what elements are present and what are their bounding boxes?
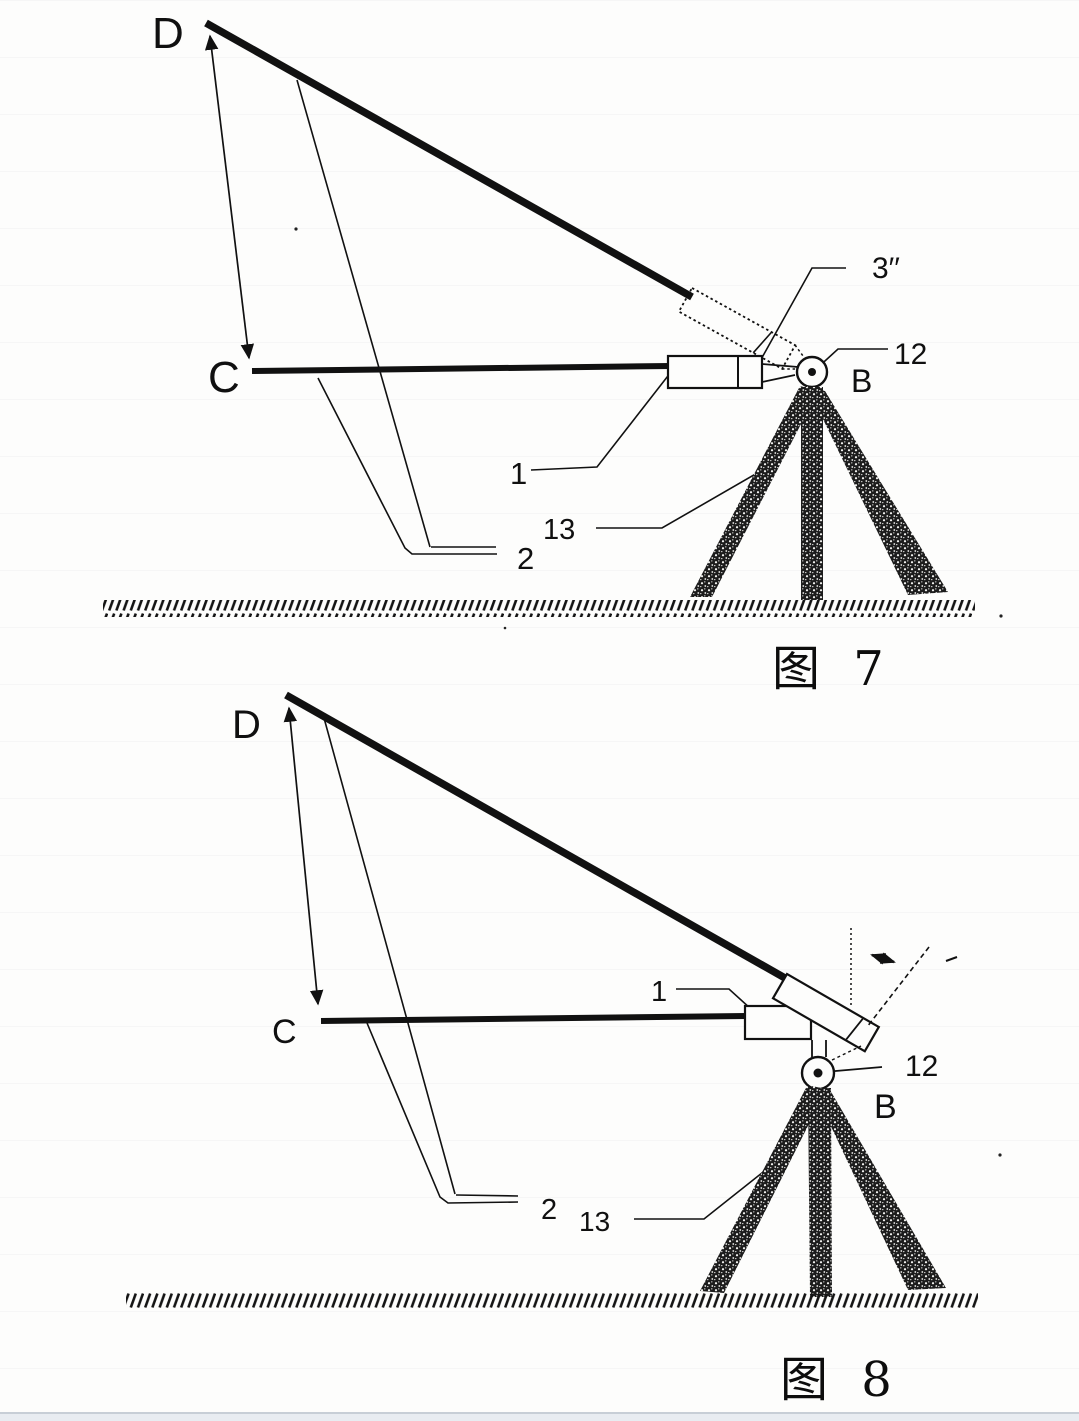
fig7-label-c: C [208, 353, 240, 402]
figure7-drawing [103, 19, 975, 617]
fig7-label-1: 1 [510, 456, 528, 491]
fig8-neck-dashed [831, 1045, 862, 1061]
fig7-pivot-dot [808, 368, 816, 376]
fig8-leader-13 [634, 1160, 778, 1220]
fig8-sight-line-d [284, 691, 794, 986]
fig7-tripod-leg-middle [801, 387, 823, 600]
fig8-tripod-leg-right [812, 1086, 946, 1290]
fig7-leader-13 [596, 467, 767, 529]
fig8-label-12: 12 [905, 1050, 939, 1083]
fig7-ground-hatch [103, 600, 975, 617]
fig7-label-13: 13 [543, 514, 576, 546]
fig7-label-d: D [152, 9, 184, 58]
fig8-arrow-d-c [283, 706, 324, 1006]
fig7-beam-bracket [317, 377, 497, 555]
fig7-arrow-d-c [204, 34, 255, 360]
fig8-label-d: D [232, 703, 261, 747]
fig8-label-1: 1 [651, 976, 668, 1008]
scan-specks [294, 227, 1003, 1157]
fig8-tripod-leg-left [700, 1086, 825, 1293]
figure8-drawing [126, 691, 978, 1310]
fig7-leader-3 [753, 267, 846, 373]
page-edge-line [0, 1412, 1079, 1414]
page-edge-strip [0, 1414, 1079, 1421]
fig7-neck-upper [761, 363, 799, 368]
fig8-label-2: 2 [541, 1194, 558, 1226]
fig8-label-b: B [874, 1088, 897, 1126]
fig7-tripod-leg-left [690, 386, 818, 597]
fig7-leader-1 [530, 371, 672, 471]
fig8-tilted-axis-dashed [866, 946, 930, 1028]
fig8-caption: 图 8 [780, 1352, 901, 1408]
fig7-telescope-dotted [677, 286, 797, 371]
fig7-instrument-body [666, 354, 764, 390]
fig8-beam-ref-line [323, 717, 456, 1195]
fig7-tripod [690, 386, 948, 600]
fig8-tripod [700, 1086, 946, 1297]
fig7-label-b: B [851, 363, 873, 399]
fig8-beam-bracket-upper [455, 1194, 519, 1197]
fig7-neck-lower [761, 374, 796, 383]
fig7-label-3: 3′′ [872, 252, 900, 285]
fig7-sight-line-d [204, 19, 694, 301]
fig8-instrument-body [771, 972, 881, 1053]
fig8-tripod-leg-middle [808, 1088, 832, 1297]
fig7-label-2: 2 [517, 541, 535, 576]
fig8-label-13: 13 [579, 1206, 611, 1237]
fig8-rotation-arrow [870, 952, 896, 965]
fig8-label-c: C [272, 1013, 297, 1051]
fig7-tripod-leg-right [807, 386, 948, 595]
fig8-pivot-dot [813, 1068, 823, 1078]
fig8-small-dash [945, 956, 958, 962]
fig7-sight-line-c [251, 363, 671, 374]
fig8-beam-bracket [366, 1022, 519, 1204]
fig7-caption: 图 7 [772, 641, 893, 697]
fig8-sight-line-c [320, 1013, 747, 1024]
fig7-label-12: 12 [894, 338, 928, 371]
fig8-ground-hatch [126, 1292, 978, 1310]
fig7-beam-ref-line [296, 79, 431, 548]
